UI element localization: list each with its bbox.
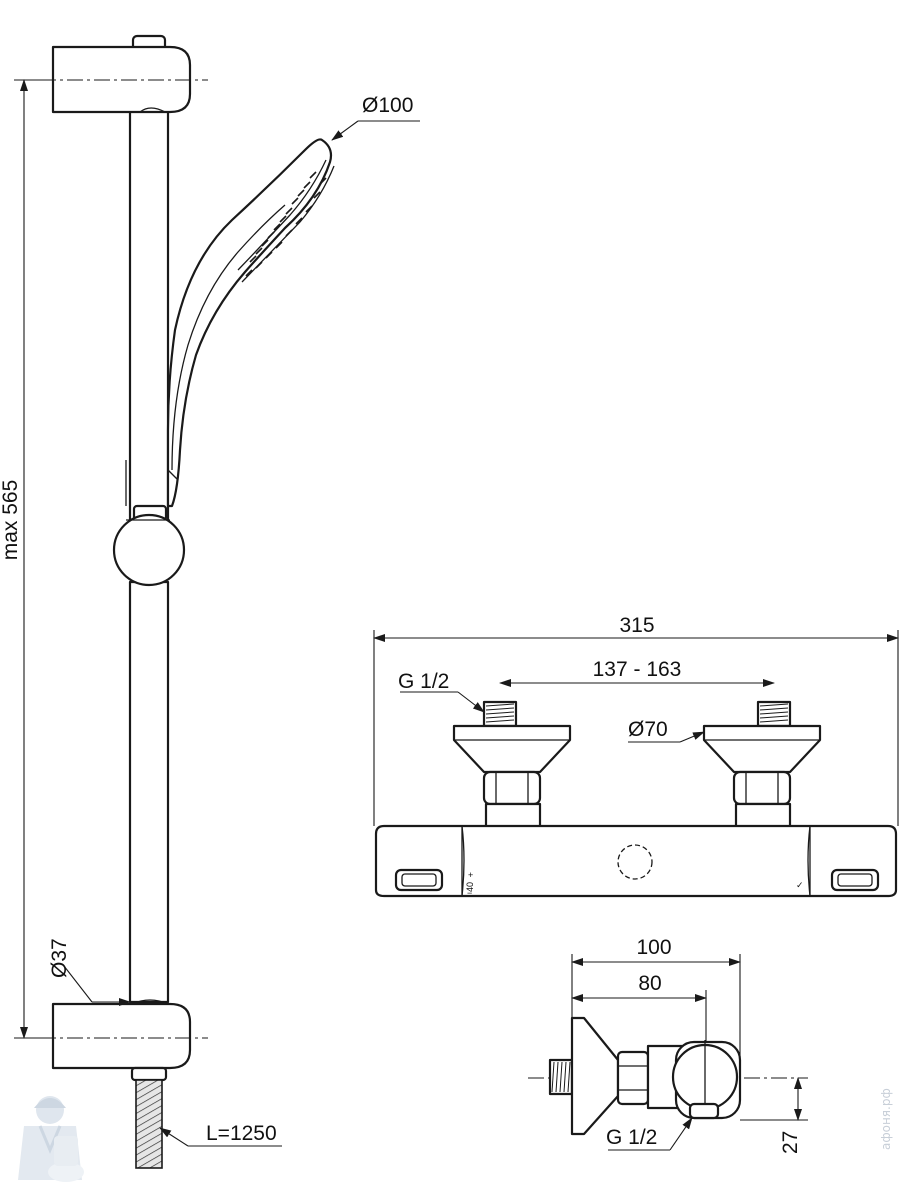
depth-total-dimension: 100 [571, 936, 741, 1060]
body-width-dimension: 315 [373, 614, 899, 826]
plus-mark: + [468, 870, 473, 880]
side-inlet-thread [548, 1058, 574, 1096]
bottom-wall-bracket [51, 999, 192, 1082]
thermostat-body: + 40 − ✓ [374, 824, 898, 898]
hose-length-callout: L=1250 [159, 1122, 282, 1147]
outlet-offset-label: 27 [779, 1131, 802, 1154]
max-height-label: max 565 [0, 480, 22, 561]
slider-holder [112, 504, 186, 587]
mixer-side-view: 100 80 [528, 936, 808, 1154]
hand-shower-diameter-callout: Ø100 [331, 94, 420, 141]
minus-mark: − [467, 888, 472, 898]
watermark-text: афоня.рф [879, 1088, 893, 1150]
top-wall-bracket [51, 34, 192, 114]
shower-rail-view: max 565 [0, 34, 420, 1169]
inlet-thread-label: G 1/2 [398, 670, 449, 693]
hose-length-label: L=1250 [206, 1122, 277, 1145]
side-body [671, 1040, 742, 1120]
temp-mark: 40 [465, 882, 475, 892]
right-eccentric-connector [702, 700, 822, 844]
centers-label: 137 - 163 [593, 658, 682, 681]
flange-diameter-callout: Ø70 [628, 718, 705, 743]
max-height-dimension: max 565 [0, 79, 50, 1039]
left-eccentric-connector [452, 700, 572, 844]
side-flange [570, 1016, 620, 1136]
depth-inlet-label: 80 [638, 972, 661, 995]
hand-shower-diameter-label: Ø100 [362, 94, 413, 117]
centers-dimension: 137 - 163 [499, 658, 775, 687]
rail-diameter-callout: Ø37 [48, 938, 131, 1006]
side-nut [616, 1050, 650, 1106]
body-width-label: 315 [619, 614, 654, 637]
check-mark: ✓ [796, 880, 804, 890]
hand-shower-nozzles [245, 171, 327, 277]
outlet-offset-dimension: 27 [740, 1077, 808, 1154]
flange-diameter-label: Ø70 [628, 718, 668, 741]
mixer-front-view: 315 137 - 163 [373, 614, 899, 898]
shower-hose [135, 1079, 163, 1169]
depth-total-label: 100 [636, 936, 671, 959]
rail-diameter-label: Ø37 [48, 938, 71, 978]
outlet-thread-callout: G 1/2 [606, 1117, 693, 1151]
outlet-thread-label: G 1/2 [606, 1126, 657, 1149]
hand-shower [125, 138, 335, 508]
watermark-logo [18, 1096, 84, 1182]
inlet-thread-callout: G 1/2 [398, 670, 485, 713]
